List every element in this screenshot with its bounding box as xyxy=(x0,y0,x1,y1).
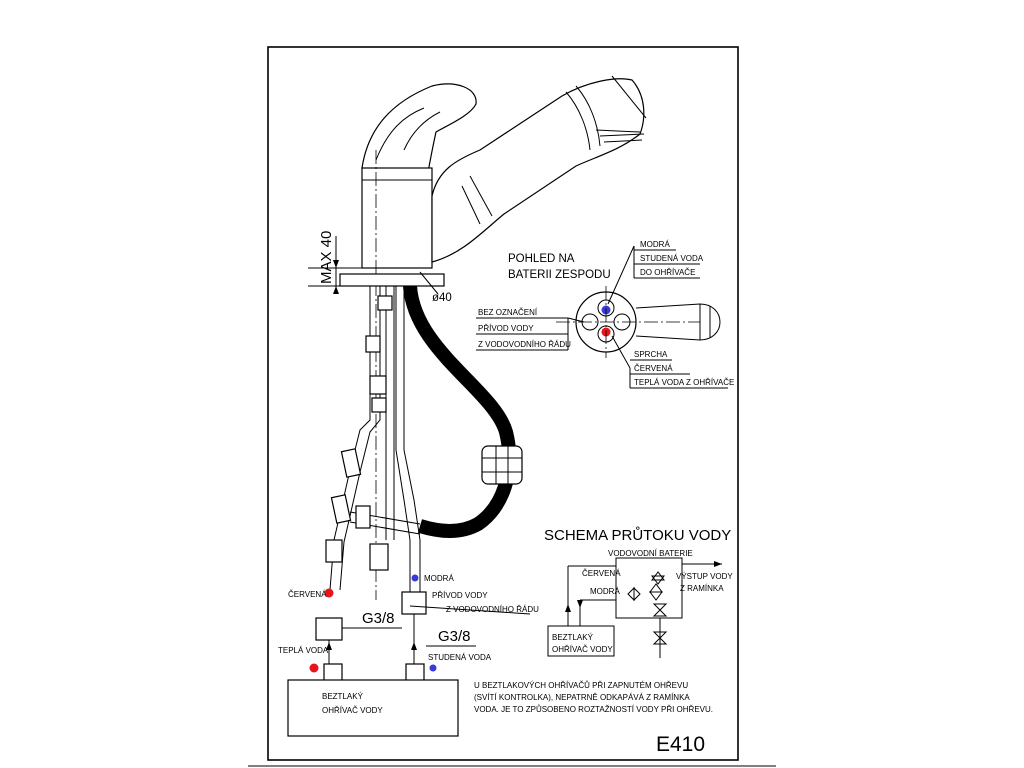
drawing-code: E410 xyxy=(656,733,705,756)
drawing-frame xyxy=(267,46,739,761)
schema-outlet-2: Z RAMÍNKA xyxy=(680,584,724,593)
thread-right-label: G3/8 xyxy=(438,628,471,645)
left-blue-dot xyxy=(411,574,419,582)
thread-left-label: G3/8 xyxy=(362,610,395,627)
cold-water-label: STUDENÁ VODA xyxy=(428,653,492,662)
mounting-plate xyxy=(339,273,445,287)
schema-heater-1: BEZTLAKÝ xyxy=(552,633,594,642)
left-red-dot xyxy=(324,588,334,598)
warm-water-label: TEPLÁ VODA xyxy=(278,646,329,655)
faucet-body xyxy=(361,167,433,269)
note-line-3: VODA. JE TO ZPŮSOBENO ROZTAŽNOSTÍ VODY P… xyxy=(474,705,713,714)
connection-labels: ČERVENÁ MODRÁ PŘÍVOD VODY Z VODOVODNÍHO … xyxy=(278,574,539,664)
installation-note: U BEZTLAKOVÝCH OHŘÍVAČŮ PŘI ZAPNUTÉM OHŘ… xyxy=(474,681,713,714)
heater-label-2: OHŘÍVAČ VODY xyxy=(322,706,383,715)
blue-port-destination: DO OHŘÍVAČE xyxy=(640,268,695,277)
heater-red-dot xyxy=(309,663,319,673)
schema-heater-2: OHŘÍVAČ VODY xyxy=(552,645,613,654)
red-port-function: TEPLÁ VODA Z OHŘÍVAČE xyxy=(634,378,734,387)
left-blue-label: MODRÁ xyxy=(424,574,454,583)
supply-tubes xyxy=(315,286,427,641)
bottom-view-title-1: POHLED NA xyxy=(508,253,575,265)
red-port-use: SPRCHA xyxy=(634,350,668,359)
schema-title: SCHEMA PRŮTOKU VODY xyxy=(544,526,731,544)
diameter-dimension: ø40 xyxy=(419,271,452,304)
lever-handle xyxy=(361,83,477,173)
faucet xyxy=(339,75,647,600)
blue-port-function: STUDENÁ VODA xyxy=(640,254,704,263)
water-heater: BEZTLAKÝ OHŘÍVAČ VODY xyxy=(287,663,459,737)
flow-schema: SCHEMA PRŮTOKU VODY VODOVODNÍ BATERIE VÝ… xyxy=(544,526,733,658)
supply-label-1: PŘÍVOD VODY xyxy=(432,591,488,600)
plain-port-label: BEZ OZNAČENÍ xyxy=(478,308,538,317)
spray-hose xyxy=(403,285,523,538)
schema-red-label: ČERVENÁ xyxy=(582,569,621,578)
note-line-1: U BEZTLAKOVÝCH OHŘÍVAČŮ PŘI ZAPNUTÉM OHŘ… xyxy=(474,681,688,690)
plain-port-function: PŘÍVOD VODY xyxy=(478,324,534,333)
heater-box xyxy=(287,679,459,737)
bottom-view-title-2: BATERII ZESPODU xyxy=(508,269,611,281)
schema-battery-box xyxy=(615,557,683,619)
pull-out-spray-spout xyxy=(431,78,645,263)
max-dimension-label: MAX 40 xyxy=(318,231,335,284)
red-port-color: ČERVENÁ xyxy=(634,364,673,373)
supply-label-2: Z VODOVODNÍHO ŘÁDU xyxy=(446,605,539,614)
heater-blue-dot xyxy=(429,664,437,672)
hose-weight xyxy=(481,445,523,485)
bottom-view: POHLED NA BATERII ZESPODU MODRÁ STUDENÁ … xyxy=(476,240,734,389)
schema-battery-label: VODOVODNÍ BATERIE xyxy=(608,549,693,558)
diameter-label: ø40 xyxy=(432,292,452,304)
max-dimension: MAX 40 xyxy=(308,231,362,294)
left-red-label: ČERVENÁ xyxy=(288,590,327,599)
heater-label-1: BEZTLAKÝ xyxy=(322,692,364,701)
plain-port-source: Z VODOVODNÍHO ŘÁDU xyxy=(478,340,571,349)
schema-heater-box xyxy=(547,625,615,657)
note-line-2: (SVÍTÍ KONTROLKA), NEPATRNĚ ODKAPÁVÁ Z R… xyxy=(474,693,690,702)
schema-outlet-1: VÝSTUP VODY xyxy=(676,572,733,581)
schema-blue-label: MODRÁ xyxy=(590,587,620,596)
blue-port-color: MODRÁ xyxy=(640,240,670,249)
